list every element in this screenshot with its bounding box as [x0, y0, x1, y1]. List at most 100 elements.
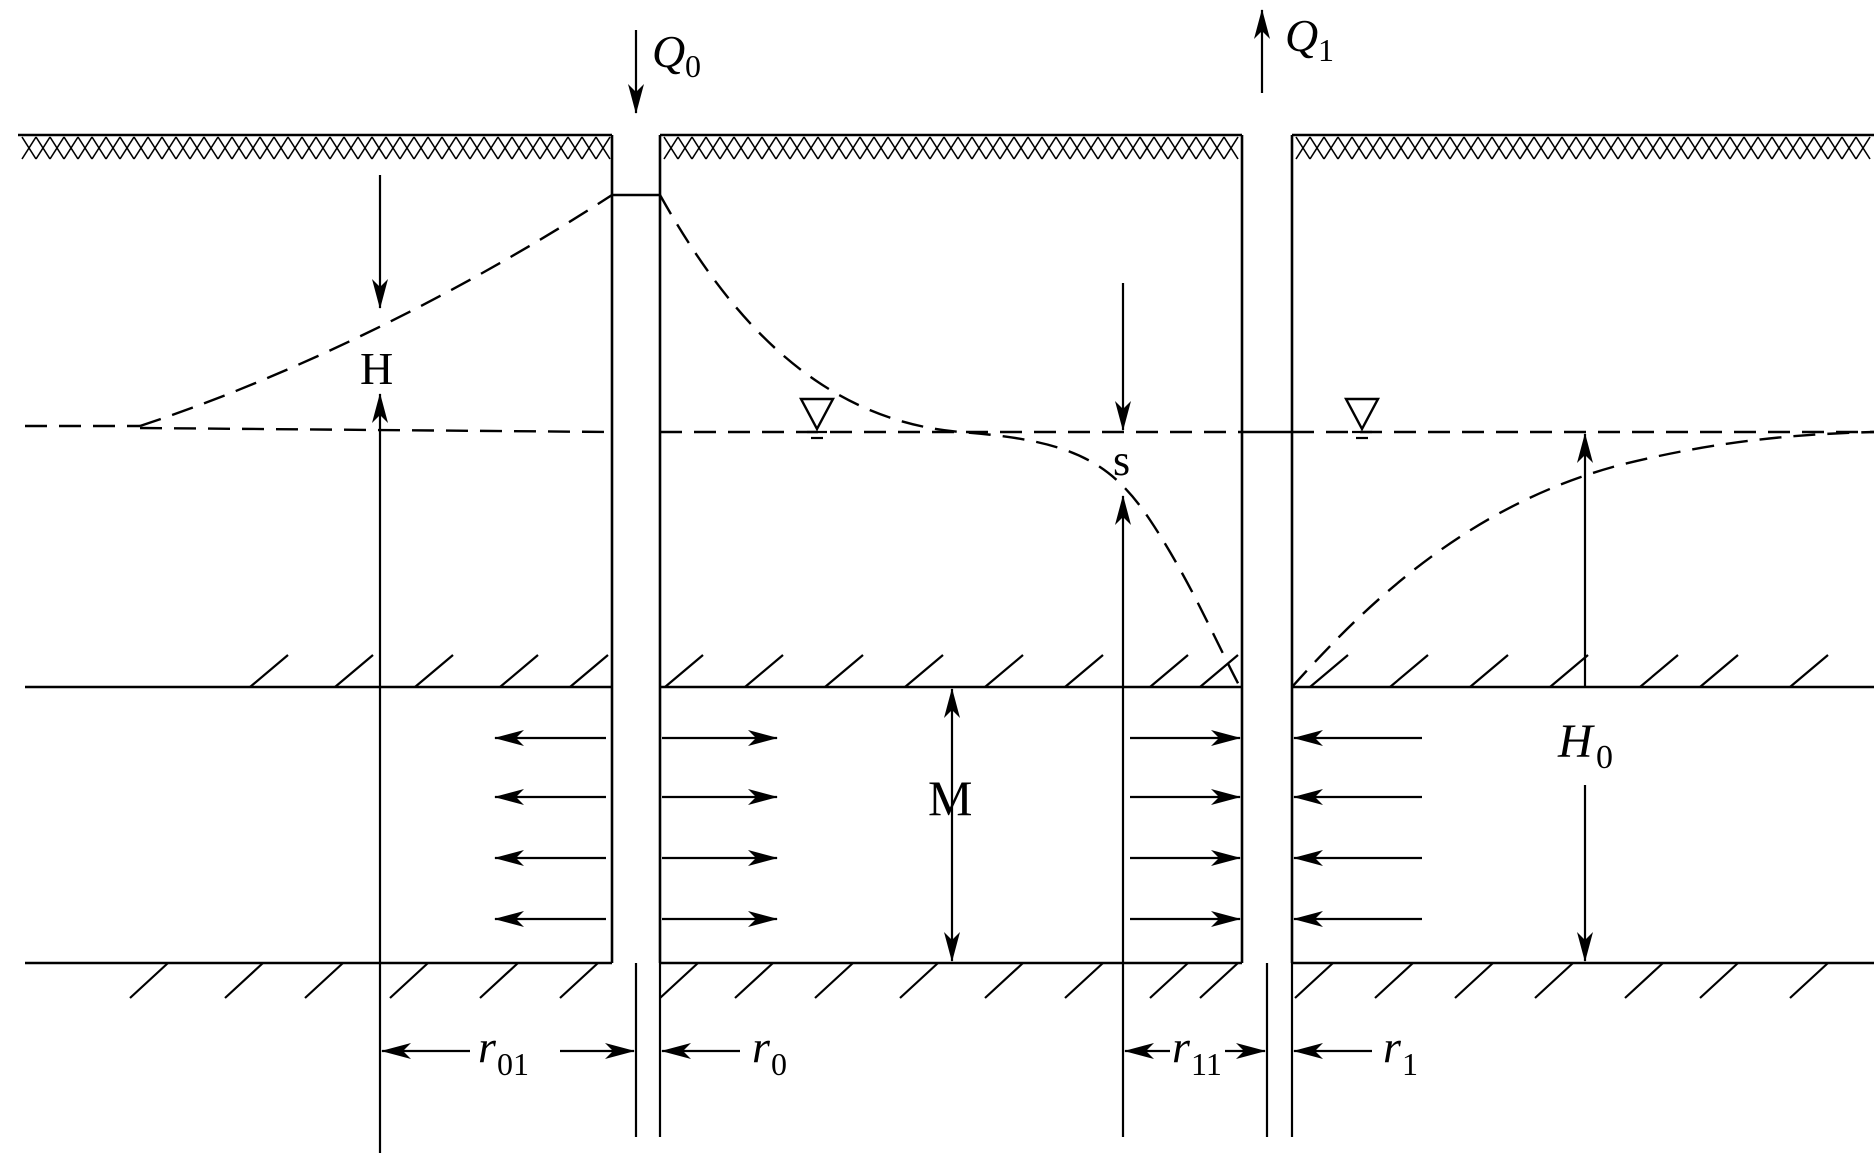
hatch-mark	[287, 136, 303, 160]
piezometric-surface	[139, 193, 1874, 688]
hatch-mark	[663, 136, 679, 160]
hatch-mark	[147, 136, 163, 160]
hatch-mark	[1323, 136, 1339, 160]
hatch-mark	[1199, 654, 1239, 688]
hatch-mark	[747, 136, 763, 160]
svg-text:r: r	[752, 1021, 771, 1072]
hatch-mark	[49, 136, 65, 160]
hatch-mark	[371, 136, 387, 160]
hatch-mark	[21, 136, 37, 160]
label-M: M	[928, 770, 972, 826]
hatch-mark	[399, 136, 415, 160]
hatch-mark	[904, 654, 944, 688]
hatch-mark	[1715, 136, 1731, 160]
hatch-mark	[35, 136, 51, 160]
hatch-mark	[553, 136, 569, 160]
hatch-mark	[304, 962, 344, 999]
pumping-well	[1240, 135, 1294, 1137]
hatch-mark	[1351, 136, 1367, 160]
hatch-mark	[664, 654, 704, 688]
hatch-mark	[1855, 136, 1871, 160]
hatch-mark	[1799, 136, 1815, 160]
hatch-mark	[245, 136, 261, 160]
hatch-mark	[133, 136, 149, 160]
hatch-mark	[1309, 654, 1349, 688]
hatch-mark	[1789, 962, 1829, 999]
hatch-mark	[1083, 136, 1099, 160]
hatch-mark	[1519, 136, 1535, 160]
hatch-mark	[1699, 654, 1739, 688]
hatch-mark	[1149, 962, 1189, 999]
hatch-mark	[761, 136, 777, 160]
hatch-mark	[483, 136, 499, 160]
hatch-mark	[1027, 136, 1043, 160]
hatch-mark	[985, 136, 1001, 160]
hatch-mark	[1125, 136, 1141, 160]
label-r11: r 11	[1172, 1021, 1222, 1082]
hatch-mark	[999, 136, 1015, 160]
hatch-mark	[1309, 136, 1325, 160]
water-level-symbol	[1344, 397, 1380, 440]
svg-text:0: 0	[771, 1046, 787, 1082]
svg-text:0: 0	[1596, 739, 1613, 776]
hatch-mark	[1195, 136, 1211, 160]
hatch-mark	[1365, 136, 1381, 160]
hatch-mark	[677, 136, 693, 160]
hatch-mark	[1549, 654, 1589, 688]
hatch-mark	[887, 136, 903, 160]
svg-text:r: r	[478, 1021, 497, 1072]
svg-text:1: 1	[1318, 32, 1334, 68]
water-level-symbol	[799, 397, 835, 440]
hatch-mark	[824, 654, 864, 688]
hatch-mark	[1701, 136, 1717, 160]
ground-crosshatch	[21, 136, 1871, 160]
hatch-mark	[1561, 136, 1577, 160]
hatch-mark	[455, 136, 471, 160]
hatch-mark	[1454, 962, 1494, 999]
hatch-mark	[1631, 136, 1647, 160]
hatch-mark	[1477, 136, 1493, 160]
label-Q0: Q 0	[652, 26, 701, 84]
hatch-mark	[469, 136, 485, 160]
svg-text:H: H	[1557, 715, 1595, 768]
hatch-mark	[479, 962, 519, 999]
hatch-mark	[1624, 962, 1664, 999]
hatch-mark	[1827, 136, 1843, 160]
hatch-mark	[1097, 136, 1113, 160]
hatch-mark	[249, 654, 289, 688]
svg-text:r: r	[1172, 1021, 1191, 1072]
hatch-mark	[334, 654, 374, 688]
hatch-mark	[659, 962, 699, 999]
hatch-mark	[315, 136, 331, 160]
hatch-mark	[1181, 136, 1197, 160]
hatch-mark	[1771, 136, 1787, 160]
hatch-mark	[385, 136, 401, 160]
label-s: s	[1113, 436, 1130, 485]
hatch-mark	[803, 136, 819, 160]
label-r01: r 01	[478, 1021, 529, 1082]
hatch-mark	[441, 136, 457, 160]
svg-text:r: r	[1383, 1021, 1402, 1072]
hatch-mark	[1421, 136, 1437, 160]
hatch-mark	[389, 962, 429, 999]
hatch-mark	[1064, 654, 1104, 688]
hatch-mark	[705, 136, 721, 160]
hatch-mark	[1533, 136, 1549, 160]
hatch-mark	[1729, 136, 1745, 160]
hatch-mark	[581, 136, 597, 160]
hatch-mark	[971, 136, 987, 160]
hatch-mark	[831, 136, 847, 160]
hatch-mark	[357, 136, 373, 160]
hatch-mark	[217, 136, 233, 160]
hatch-mark	[984, 654, 1024, 688]
hatch-mark	[1617, 136, 1633, 160]
hatch-mark	[775, 136, 791, 160]
hatch-mark	[691, 136, 707, 160]
hatch-mark	[1064, 962, 1104, 999]
hatch-mark	[329, 136, 345, 160]
hatch-mark	[567, 136, 583, 160]
hatch-mark	[273, 136, 289, 160]
hatch-mark	[1389, 654, 1429, 688]
hatch-mark	[1111, 136, 1127, 160]
label-Q1: Q 1	[1285, 10, 1334, 68]
